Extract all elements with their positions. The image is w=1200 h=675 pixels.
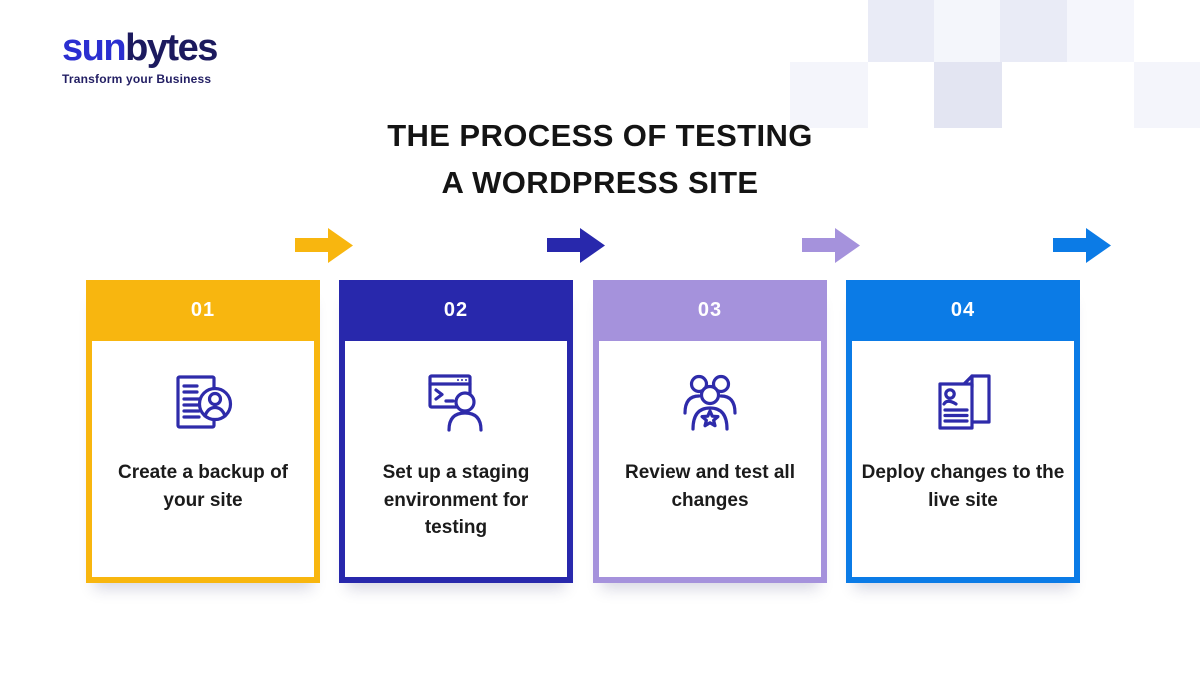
step-card-3: 03 Review and test all changes	[593, 280, 827, 583]
step-number-badge: 04	[950, 299, 976, 321]
step-card-body: Review and test all changes	[599, 341, 821, 577]
step-card-body: Set up a staging environment for testing	[345, 341, 567, 577]
team-review-star-icon	[674, 371, 746, 437]
step-card-4: 04 Deploy changes to the live site	[846, 280, 1080, 583]
deco-square	[934, 0, 1000, 62]
arrow-right-icon	[802, 227, 862, 264]
deco-square	[1134, 62, 1200, 128]
logo-wordmark: sunbytes	[62, 27, 218, 69]
staging-terminal-user-icon	[420, 371, 492, 437]
deco-square	[790, 62, 868, 128]
step-card-body: Create a backup of your site	[92, 341, 314, 577]
deco-square	[1000, 0, 1067, 62]
page-title-line2: A WORDPRESS SITE	[441, 165, 759, 200]
sunbytes-logo: sunbytes Transform your Business	[62, 27, 218, 86]
deco-square	[1067, 0, 1134, 62]
step-number-badge: 01	[190, 299, 216, 321]
step-title: Set up a staging environment for testing	[382, 462, 530, 538]
logo-text-sun: sun	[62, 27, 127, 69]
arrow-right-icon	[547, 227, 607, 264]
deco-square	[934, 62, 1002, 128]
step-card-1: 01 Create a backup of your site	[86, 280, 320, 583]
deco-square	[868, 0, 934, 62]
step-title: Create a backup of your site	[118, 462, 288, 511]
step-title: Deploy changes to the live site	[861, 462, 1065, 511]
step-number-badge: 03	[697, 299, 723, 321]
step-title: Review and test all changes	[624, 462, 795, 511]
page-title: THE PROCESS OF TESTING A WORDPRESS SITE	[0, 112, 1200, 206]
backup-document-user-icon	[167, 371, 239, 437]
arrow-right-icon	[1053, 227, 1113, 264]
step-card-body: Deploy changes to the live site	[852, 341, 1074, 577]
step-number-badge: 02	[443, 299, 469, 321]
logo-tagline: Transform your Business	[62, 72, 212, 86]
arrow-right-icon	[295, 227, 355, 264]
step-card-2: 02 Set up a staging environment for test…	[339, 280, 573, 583]
page-title-line1: THE PROCESS OF TESTING	[387, 118, 813, 153]
logo-text-bytes: bytes	[125, 27, 218, 69]
deploy-documents-icon	[927, 371, 999, 437]
